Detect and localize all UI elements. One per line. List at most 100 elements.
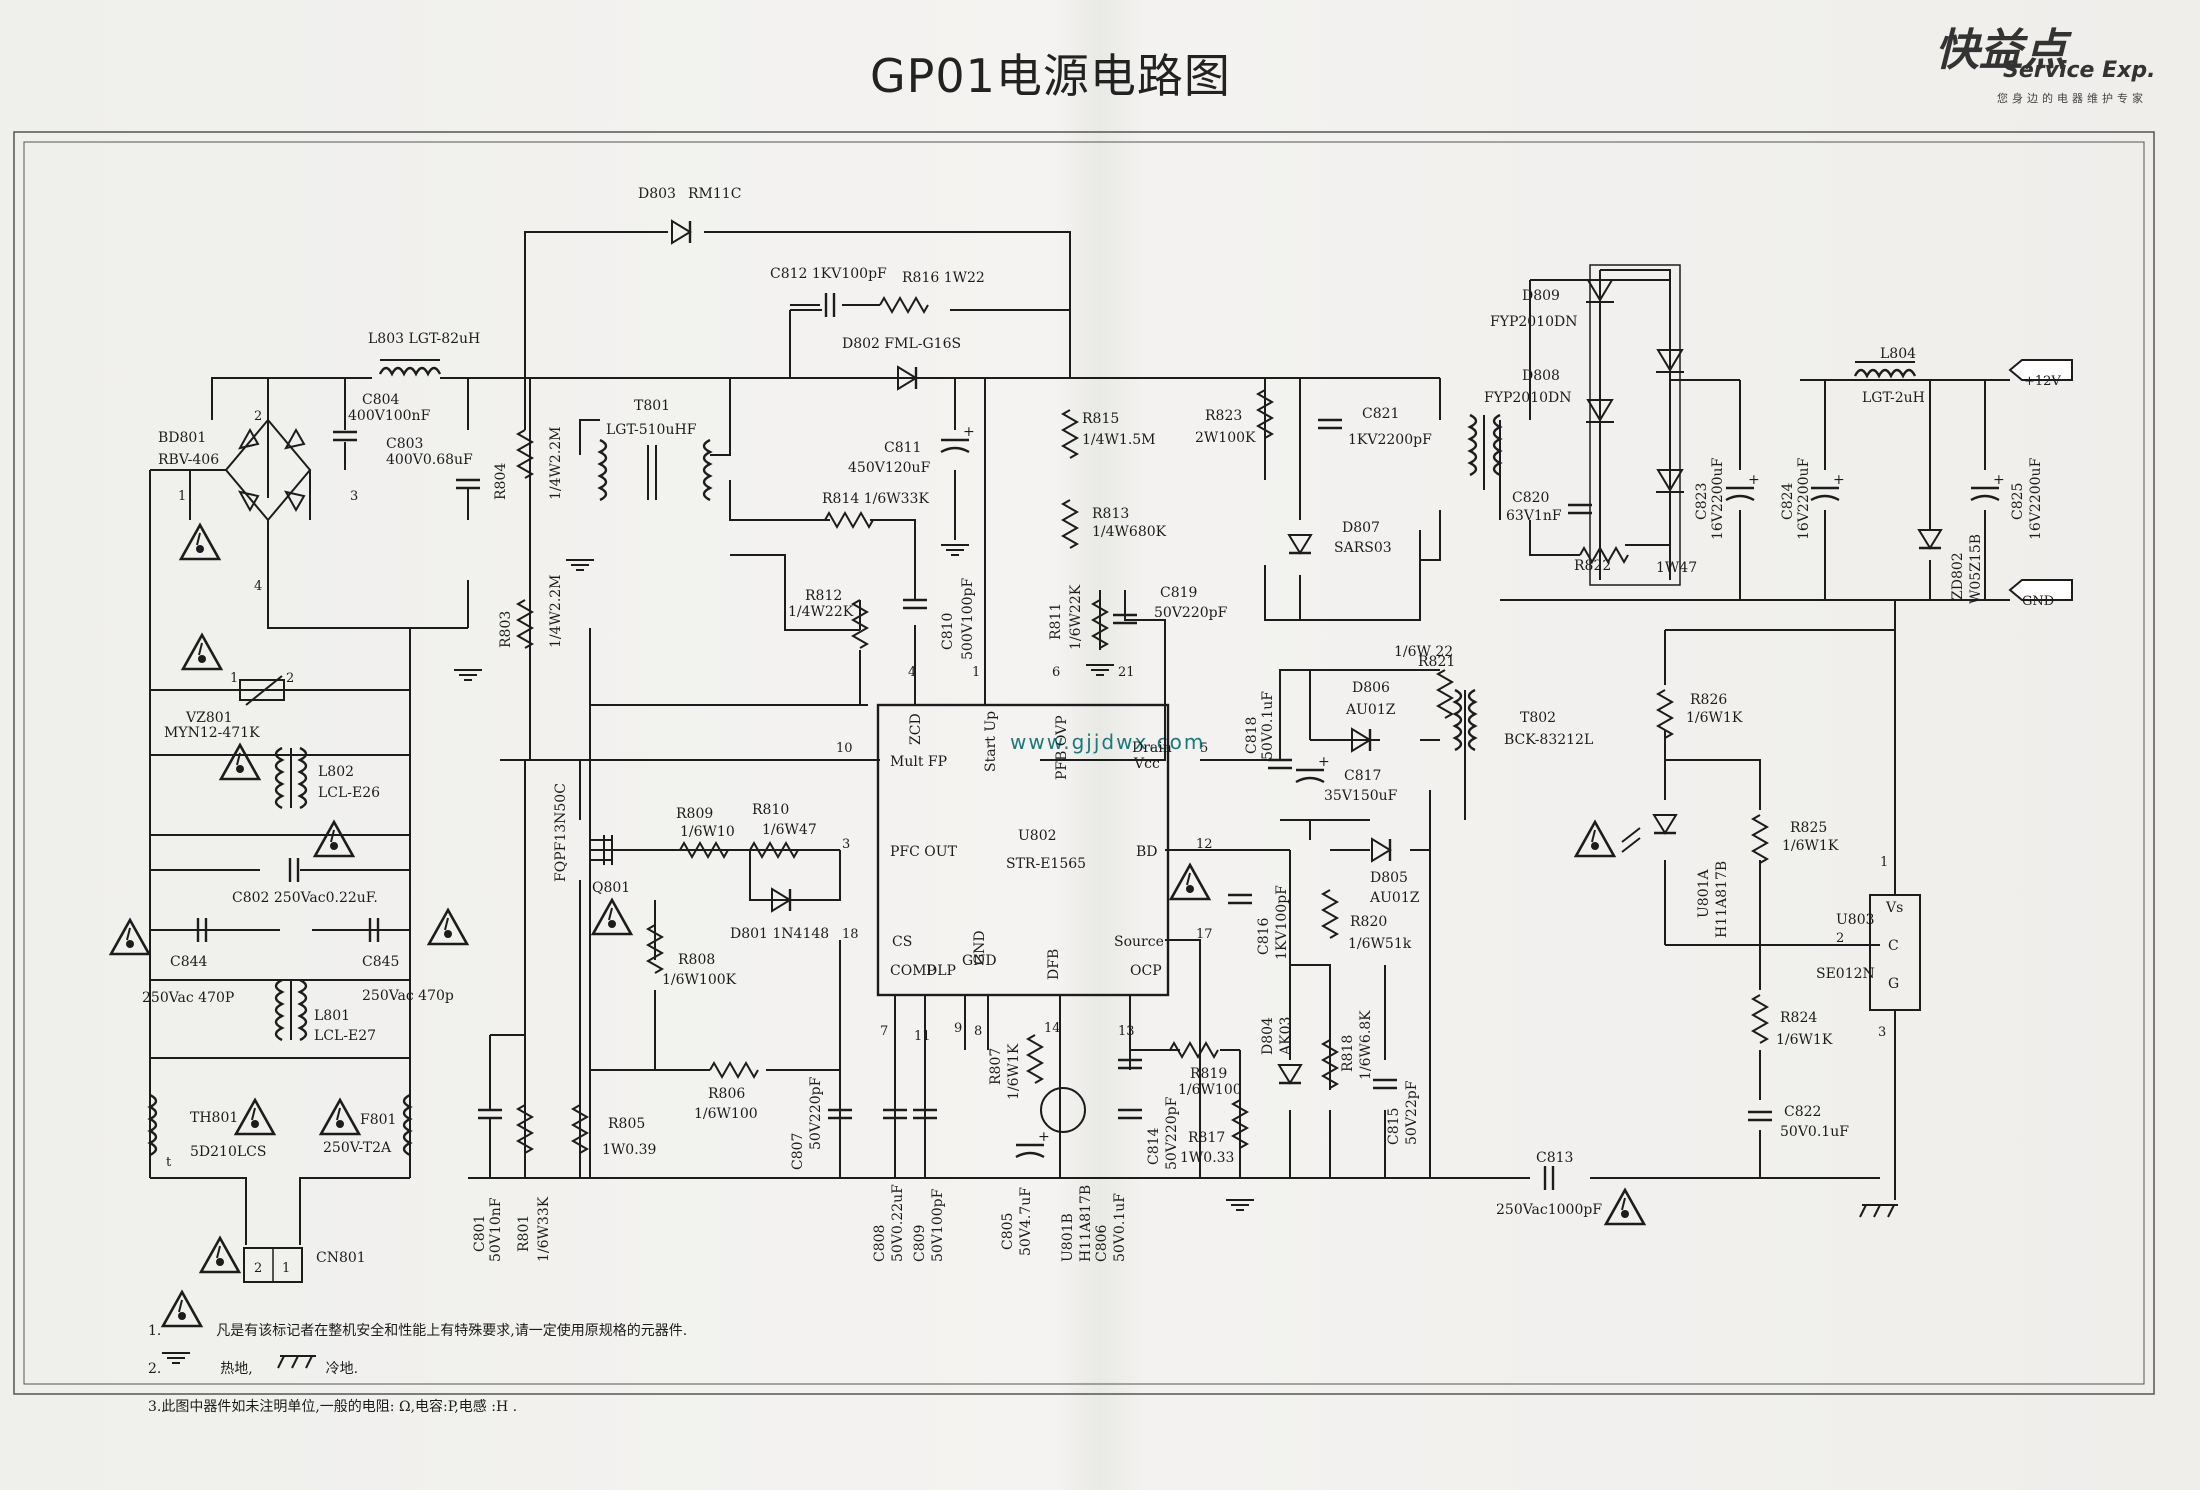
pin-num-3: 3 [842, 837, 850, 852]
pin-num-7: 7 [880, 1024, 888, 1039]
label-d801: D801 1N4148 [730, 926, 829, 942]
pin-num-18: 18 [842, 927, 859, 942]
label-r826: R826 [1690, 692, 1727, 708]
label-c820: C820 [1512, 490, 1549, 506]
component-labels: D803 RM11C C812 1KV100pF R816 1W22 D802 … [142, 186, 2061, 1266]
label-l802v: LCL-E26 [318, 785, 380, 801]
label-c809: C809 [912, 1225, 928, 1262]
label-c824v: 16V2200uF [1796, 457, 1812, 540]
label-r810: R810 [752, 802, 789, 818]
pin-num-14: 14 [1044, 1021, 1061, 1036]
cn-pin-1: 1 [282, 1261, 290, 1276]
label-r826v: 1/6W1K [1686, 710, 1743, 726]
label-c844: C844 [170, 954, 208, 970]
label-vz801v: MYN12-471K [164, 725, 260, 741]
label-th801: TH801 [190, 1110, 238, 1126]
label-gnd: GND [2022, 594, 2054, 609]
pin-num-13: 13 [1118, 1024, 1135, 1039]
note-2-num: 2. [148, 1361, 162, 1377]
bd-pin-3: 3 [350, 489, 358, 504]
label-d805: D805 [1370, 870, 1408, 886]
pin-comp: COMP [890, 963, 936, 979]
label-bd801: BD801 [158, 430, 206, 446]
pin-bd: BD [1136, 844, 1158, 860]
label-u803v: SE012N [1816, 966, 1875, 982]
pin-num-5: 5 [1200, 741, 1208, 756]
label-r817: R817 [1188, 1130, 1225, 1146]
label-c807v: 50V220pF [808, 1076, 824, 1150]
label-f801v: 250V-T2A [323, 1140, 392, 1156]
pin-num-12: 12 [1196, 837, 1213, 852]
label-r815v: 1/4W1.5M [1082, 432, 1156, 448]
label-r821: R821 [1418, 654, 1455, 670]
u803-pin-3: 3 [1878, 1025, 1886, 1040]
label-r821v: 1/6W 22 [1394, 644, 1453, 660]
label-r818v: 1/6W6.8K [1358, 1010, 1374, 1080]
label-d804: D804 [1260, 1017, 1276, 1055]
label-r811: R811 [1048, 603, 1064, 640]
label-r819v: 1/6W100 [1178, 1082, 1242, 1098]
label-r824: R824 [1780, 1010, 1817, 1026]
label-r813: R813 [1092, 506, 1129, 522]
label-u803: U803 [1836, 912, 1875, 928]
label-r809: R809 [676, 806, 713, 822]
label-c804v: 400V100nF [348, 408, 431, 424]
label-d806v: AU01Z [1345, 702, 1396, 718]
vz-pin-1: 1 [230, 671, 238, 686]
label-c804: C804 [362, 392, 400, 408]
vz-pin-2: 2 [286, 671, 294, 686]
label-c818v: 50V0.1uF [1260, 691, 1276, 760]
label-c803v: 400V0.68uF [386, 452, 473, 468]
pin-drain: Drain [1132, 740, 1172, 756]
label-r815: R815 [1082, 411, 1119, 427]
label-c801v: 50V10nF [488, 1197, 504, 1262]
note-2-cold: 冷地. [325, 1361, 359, 1377]
label-d808: D808 [1522, 368, 1560, 384]
pin-gnd2: GND [972, 930, 988, 965]
pin-vcc: Vcc [1133, 756, 1160, 772]
label-out12: +12V [2024, 374, 2061, 389]
cn-pin-2: 2 [254, 1261, 262, 1276]
label-r810v: 1/6W47 [762, 822, 817, 838]
components [109, 219, 2073, 1328]
bd-pin-1: 1 [178, 489, 186, 504]
label-u801a: U801A [1696, 868, 1712, 918]
label-c845: C845 [362, 954, 399, 970]
label-r823v: 2W100K [1195, 430, 1256, 446]
label-r801: R801 [516, 1215, 532, 1252]
bd-pin-4: 4 [254, 579, 262, 594]
label-c821: C821 [1362, 406, 1399, 422]
label-c823v: 16V2200uF [1710, 457, 1726, 540]
label-r820: R820 [1350, 914, 1387, 930]
pin-num-9: 9 [954, 1021, 962, 1036]
label-c810v: 500V100pF [960, 577, 976, 660]
label-c825: C825 [2010, 483, 2026, 520]
label-th801v: 5D210LCS [190, 1144, 266, 1160]
note-1: 1. 凡是有该标记者在整机安全和性能上有特殊要求,请一定使用原规格的元器件. [148, 1312, 687, 1350]
label-u801bv: H11A817B [1078, 1185, 1094, 1262]
label-c806v: 50V0.1uF [1112, 1193, 1128, 1262]
label-l801: L801 [314, 1008, 350, 1024]
label-d809: D809 [1522, 288, 1560, 304]
label-l804v: LGT-2uH [1862, 390, 1925, 406]
pin-dlp: DLP [926, 963, 956, 979]
label-t802v: BCK-83212L [1504, 732, 1593, 748]
notes: 1. 凡是有该标记者在整机安全和性能上有特殊要求,请一定使用原规格的元器件. 2… [148, 1312, 687, 1426]
label-r805v: 1W0.39 [602, 1142, 656, 1158]
label-d806: D806 [1352, 680, 1390, 696]
label-r808: R808 [678, 952, 715, 968]
label-c808v: 50V0.22uF [890, 1184, 906, 1262]
label-c820v: 63V1nF [1506, 508, 1562, 524]
watermark: www.gjjdwx.com [1010, 730, 1206, 754]
label-zd802: ZD802 [1950, 552, 1966, 600]
label-c814v: 50V220pF [1164, 1096, 1180, 1170]
label-r807: R807 [988, 1048, 1004, 1085]
pin-num-8: 8 [974, 1024, 982, 1039]
note-3-text: 3.此图中器件如未注明单位,一般的电阻: Ω,电容:P,电感 :H . [148, 1399, 518, 1415]
pin-zcd: ZCD [908, 713, 924, 745]
label-u801av: H11A817B [1714, 861, 1730, 938]
note-2-hot: 热地, [220, 1361, 253, 1377]
label-c814: C814 [1146, 1127, 1162, 1165]
u803-pin-2: 2 [1836, 931, 1844, 946]
